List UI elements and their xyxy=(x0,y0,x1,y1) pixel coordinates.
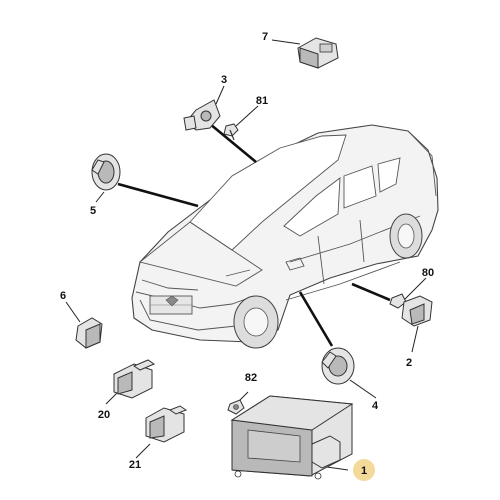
leader-lines-thick xyxy=(117,122,391,347)
part-21-switch xyxy=(145,405,188,443)
callout-1-highlight xyxy=(353,459,375,481)
vehicle-illustration xyxy=(131,124,439,349)
callout-1: 1 xyxy=(361,465,367,477)
part-4-sensor xyxy=(321,347,355,385)
callout-7: 7 xyxy=(262,31,268,43)
callout-4: 4 xyxy=(372,400,379,412)
callout-5: 5 xyxy=(90,205,96,217)
callout-82: 82 xyxy=(245,372,257,384)
part-3-sensor xyxy=(183,99,221,131)
part-81-bolt xyxy=(223,123,239,141)
callout-21: 21 xyxy=(129,459,141,471)
callout-2: 2 xyxy=(406,357,412,369)
callout-20: 20 xyxy=(98,409,110,421)
callout-80: 80 xyxy=(422,267,434,279)
callout-81: 81 xyxy=(256,95,268,107)
part-7-sensor xyxy=(297,37,339,69)
part-80-bolt xyxy=(389,293,407,309)
part-20-switch xyxy=(113,359,156,399)
part-2-sensor xyxy=(401,295,433,327)
callout-3: 3 xyxy=(221,74,227,86)
part-5-sensor xyxy=(91,153,121,191)
callout-labels: 7 3 81 5 6 80 2 4 20 82 21 1 xyxy=(60,31,434,477)
part-82-bolt xyxy=(227,399,245,415)
part-1-control-unit xyxy=(230,395,354,480)
callout-6: 6 xyxy=(60,290,66,302)
part-6-sensor xyxy=(75,317,103,349)
